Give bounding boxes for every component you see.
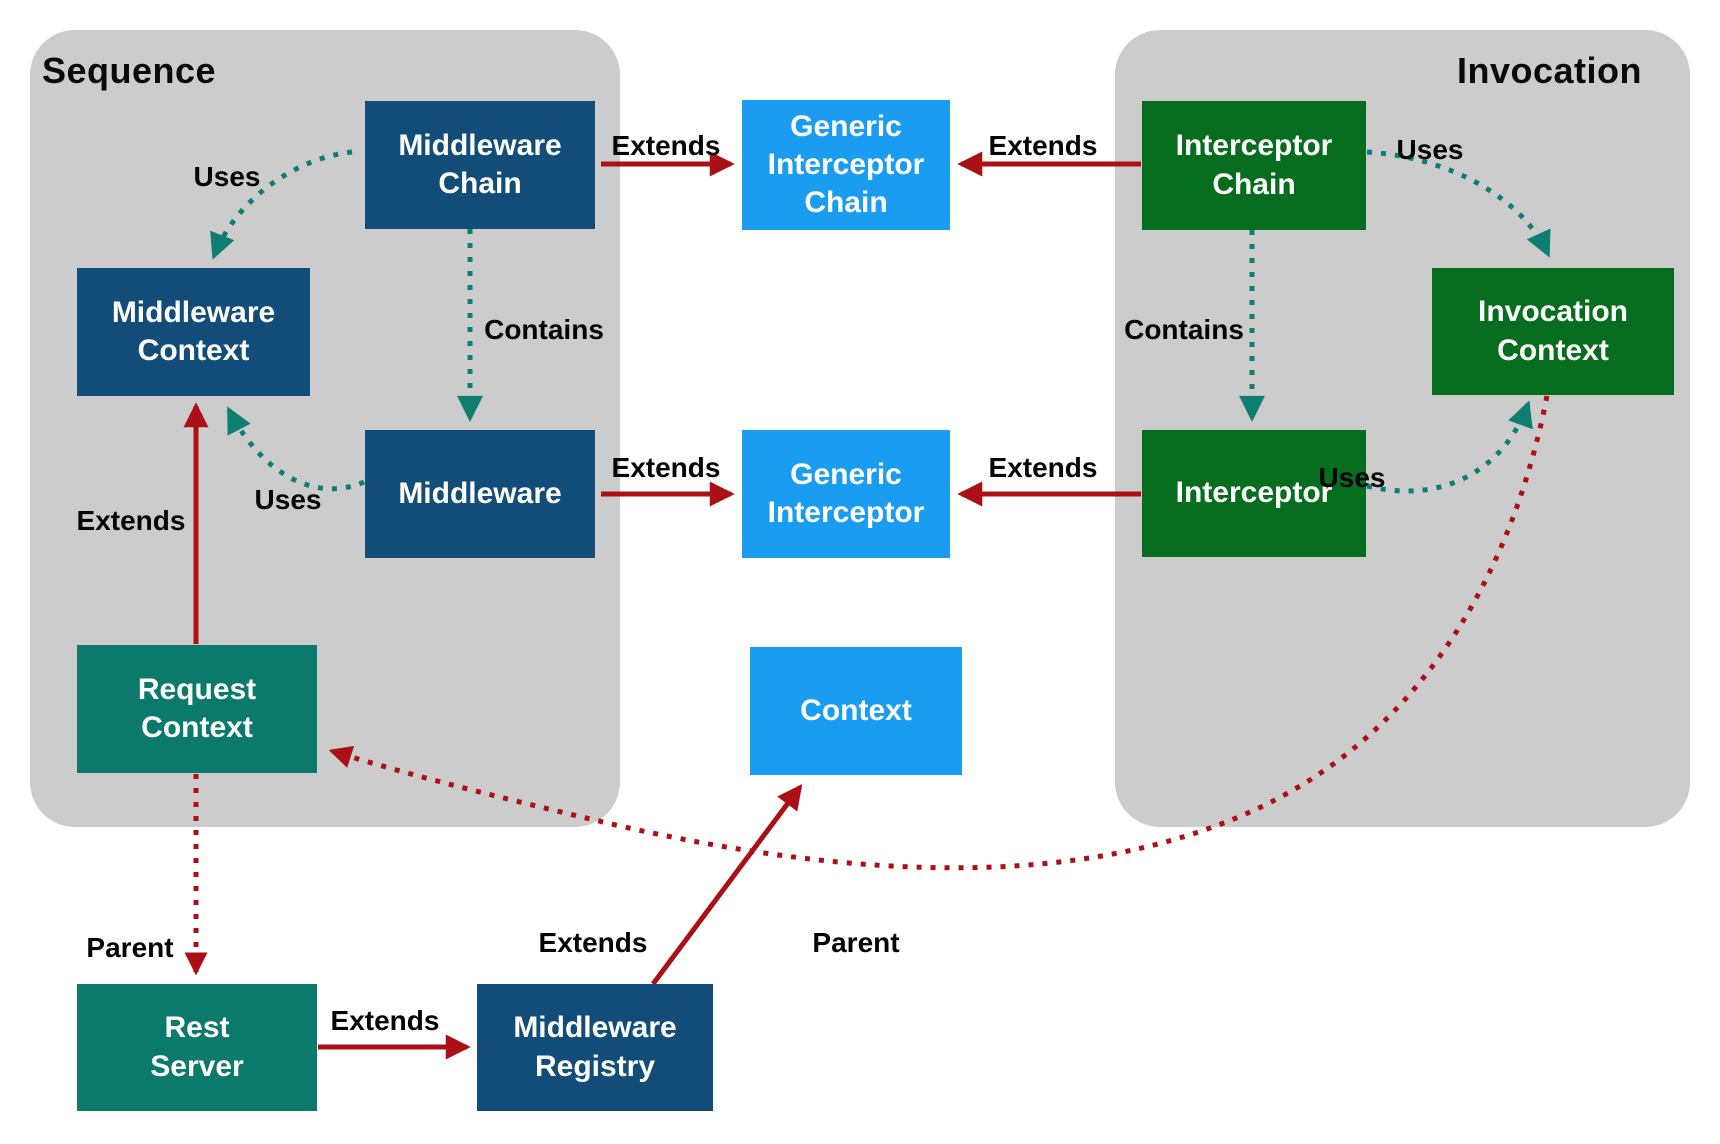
label-extends-rest-to-registry: Extends <box>330 1005 440 1036</box>
node-middleware-context: Middleware Context <box>77 268 310 396</box>
node-interceptor: Interceptor <box>1142 430 1366 557</box>
node-rest-server: Rest Server <box>77 984 317 1111</box>
label-extends-request-to-middleware-context: Extends <box>76 505 186 536</box>
label-parent-request-to-rest: Parent <box>86 932 174 963</box>
edge-uses-middleware-to-middleware-context <box>226 406 365 492</box>
label-extends-row2-right: Extends <box>988 452 1098 483</box>
label-uses-row2-right: Uses <box>1318 462 1386 493</box>
edge-uses-interceptor-to-invocation-context <box>1366 400 1533 494</box>
node-request-context-label: Request Context <box>137 672 257 744</box>
edge-uses-middleware-chain-to-middleware-context <box>210 149 353 260</box>
node-invocation-context-label: Invocation Context <box>1477 295 1628 367</box>
label-extends-row1-left: Extends <box>611 130 721 161</box>
label-extends-row1-right: Extends <box>988 130 1098 161</box>
node-interceptor-chain-label: Interceptor Chain <box>1175 129 1333 201</box>
edge-extends-middleware-registry-to-context <box>650 783 803 986</box>
edge-uses-interceptor-chain-to-invocation-context <box>1366 149 1551 258</box>
node-middleware: Middleware <box>365 430 595 558</box>
node-context: Context <box>750 647 962 775</box>
node-generic-interceptor-label: Generic Interceptor <box>767 457 925 529</box>
node-middleware-registry: Middleware Registry <box>477 984 713 1111</box>
label-uses-top-left: Uses <box>193 161 261 192</box>
node-invocation-context: Invocation Context <box>1432 268 1674 395</box>
node-middleware-chain: Middleware Chain <box>365 101 595 229</box>
node-interceptor-label: Interceptor <box>1175 476 1333 510</box>
node-generic-interceptor-chain-label: Generic Interceptor Chain <box>767 109 925 220</box>
label-uses-top-right: Uses <box>1396 134 1464 165</box>
node-generic-interceptor-chain: Generic Interceptor Chain <box>742 100 950 230</box>
node-context-label: Context <box>800 693 912 727</box>
node-middleware-chain-label: Middleware Chain <box>398 128 562 200</box>
label-uses-row2-left: Uses <box>254 484 322 515</box>
edge-parent-invocation-context-to-request-context <box>328 395 1550 871</box>
label-contains-right: Contains <box>1124 314 1244 345</box>
node-middleware-context-label: Middleware Context <box>111 295 276 367</box>
node-interceptor-chain: Interceptor Chain <box>1142 101 1366 230</box>
node-rest-server-label: Rest Server <box>150 1011 244 1083</box>
group-title-invocation: Invocation <box>1456 50 1642 91</box>
node-generic-interceptor: Generic Interceptor <box>742 430 950 558</box>
group-title-sequence: Sequence <box>42 50 217 91</box>
label-contains-left: Contains <box>484 314 604 345</box>
node-middleware-label: Middleware <box>398 476 562 510</box>
node-request-context: Request Context <box>77 645 317 773</box>
node-middleware-registry-label: Middleware Registry <box>513 1011 677 1083</box>
label-parent-invocation-to-request: Parent <box>812 927 900 958</box>
label-extends-row2-left: Extends <box>611 452 721 483</box>
label-extends-registry-to-context: Extends <box>538 927 648 958</box>
